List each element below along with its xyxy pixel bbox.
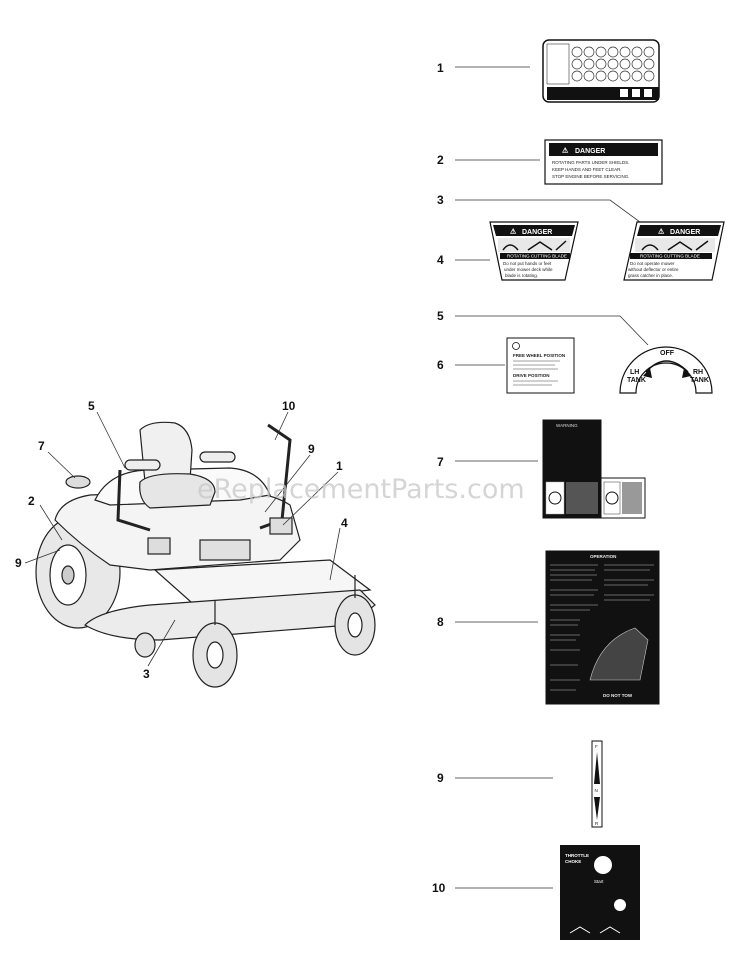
callout-5: 5 — [437, 309, 444, 323]
mower-callout-4: 4 — [341, 516, 348, 530]
drive-title: DRIVE POSITION — [513, 373, 550, 378]
decal-leaders — [455, 66, 649, 889]
fnr-r-label: R — [595, 821, 599, 826]
left-steering-lever — [116, 469, 151, 532]
blade-left-line-3: blade is rotating. — [505, 273, 538, 278]
tank-rh-label: RH — [693, 369, 703, 376]
danger-line-1: ROTATING PARTS UNDER SHIELDS. — [552, 160, 629, 165]
choke-label: CHOKE — [565, 859, 581, 864]
decal-8-operation: OPERATION DO NOT TOW — [545, 550, 660, 705]
tank-lh-label: LH — [630, 369, 639, 376]
decal-1-height-chart — [542, 39, 660, 103]
choke-hole — [614, 899, 626, 911]
danger-line-3: STOP ENGINE BEFORE SERVICING. — [552, 174, 630, 179]
ignition-hole — [594, 856, 612, 874]
mower-callout-7: 7 — [38, 439, 45, 453]
deck-frame — [153, 559, 372, 611]
watermark: eReplacementParts.com — [197, 474, 525, 505]
fnr-f-label: F — [595, 744, 598, 749]
danger-line-2: KEEP HANDS AND FEET CLEAR. — [552, 167, 622, 172]
danger-word: DANGER — [575, 148, 605, 155]
mower-leaders — [24, 411, 341, 667]
mower-callout-10: 10 — [282, 399, 296, 413]
seat-cushion — [139, 473, 216, 509]
callout-1: 1 — [437, 61, 444, 75]
decal-4-blade-danger: DANGER ⚠ ROTATING CUTTING BLADE Do not p… — [489, 221, 579, 281]
blade-title-left: ROTATING CUTTING BLADE — [507, 254, 567, 259]
tank-rh-tank: TANK — [690, 377, 709, 384]
mower-callout-5: 5 — [88, 399, 95, 413]
warning-word: WARNING — [556, 423, 578, 428]
mower-deck — [84, 589, 376, 641]
callout-3: 3 — [437, 193, 444, 207]
mower-callout-2: 2 — [28, 494, 35, 508]
blade-danger-word: DANGER — [522, 229, 552, 236]
do-not-tow: DO NOT TOW — [603, 693, 633, 698]
decal-7-warning-panel: WARNING — [542, 419, 646, 519]
blade-right-line-1: Do not operate mower — [630, 261, 675, 266]
operation-title: OPERATION — [590, 554, 616, 559]
mower-callout-1: 1 — [336, 459, 343, 473]
blade-danger-word-right: DANGER — [670, 229, 700, 236]
blade-left-line-2: under mower deck while — [504, 267, 553, 272]
warning-triangle-icon: ⚠ — [658, 228, 665, 236]
mower-callout-9a: 9 — [308, 442, 315, 456]
mower-callout-9b: 9 — [15, 556, 22, 570]
callout-9: 9 — [437, 771, 444, 785]
start-label: Start — [594, 879, 604, 884]
blade-right-line-2: without deflector or entire — [628, 267, 679, 272]
fnr-n-label: N — [595, 788, 598, 793]
decal-5-tank-selector: OFF LH TANK RH TANK — [619, 346, 713, 394]
callout-8: 8 — [437, 615, 444, 629]
tank-off-label: OFF — [660, 350, 675, 357]
throttle-label: THROTTLE — [565, 853, 589, 858]
decal-6-free-wheel: FREE WHEEL POSITION DRIVE POSITION — [506, 337, 575, 394]
blade-left-line-1: Do not put hands or feet — [503, 261, 552, 266]
decal-9-fnr-strip: F N R — [591, 740, 603, 828]
warning-triangle-icon: ⚠ — [510, 228, 517, 236]
decal-2-danger-shields: DANGER ⚠ ROTATING PARTS UNDER SHIELDS. K… — [544, 139, 663, 185]
callout-4: 4 — [437, 253, 444, 267]
blade-right-line-3: grass catcher in place. — [628, 273, 673, 278]
warning-triangle-icon: ⚠ — [562, 147, 569, 155]
freewheel-title: FREE WHEEL POSITION — [513, 353, 565, 358]
decal-3-blade-danger: DANGER ⚠ ROTATING CUTTING BLADE Do not o… — [623, 221, 725, 281]
callout-2: 2 — [437, 153, 444, 167]
blade-title-right: ROTATING CUTTING BLADE — [640, 254, 700, 259]
callout-7: 7 — [437, 455, 444, 469]
tank-lh-tank: TANK — [627, 377, 646, 384]
decal-10-control-panel: THROTTLE CHOKE Start — [560, 845, 640, 940]
callout-10: 10 — [432, 881, 446, 895]
fuel-cap — [65, 475, 91, 489]
mower-callout-3: 3 — [143, 667, 150, 681]
seat-back — [139, 421, 193, 483]
callout-6: 6 — [437, 358, 444, 372]
mower-illustration — [35, 421, 376, 688]
